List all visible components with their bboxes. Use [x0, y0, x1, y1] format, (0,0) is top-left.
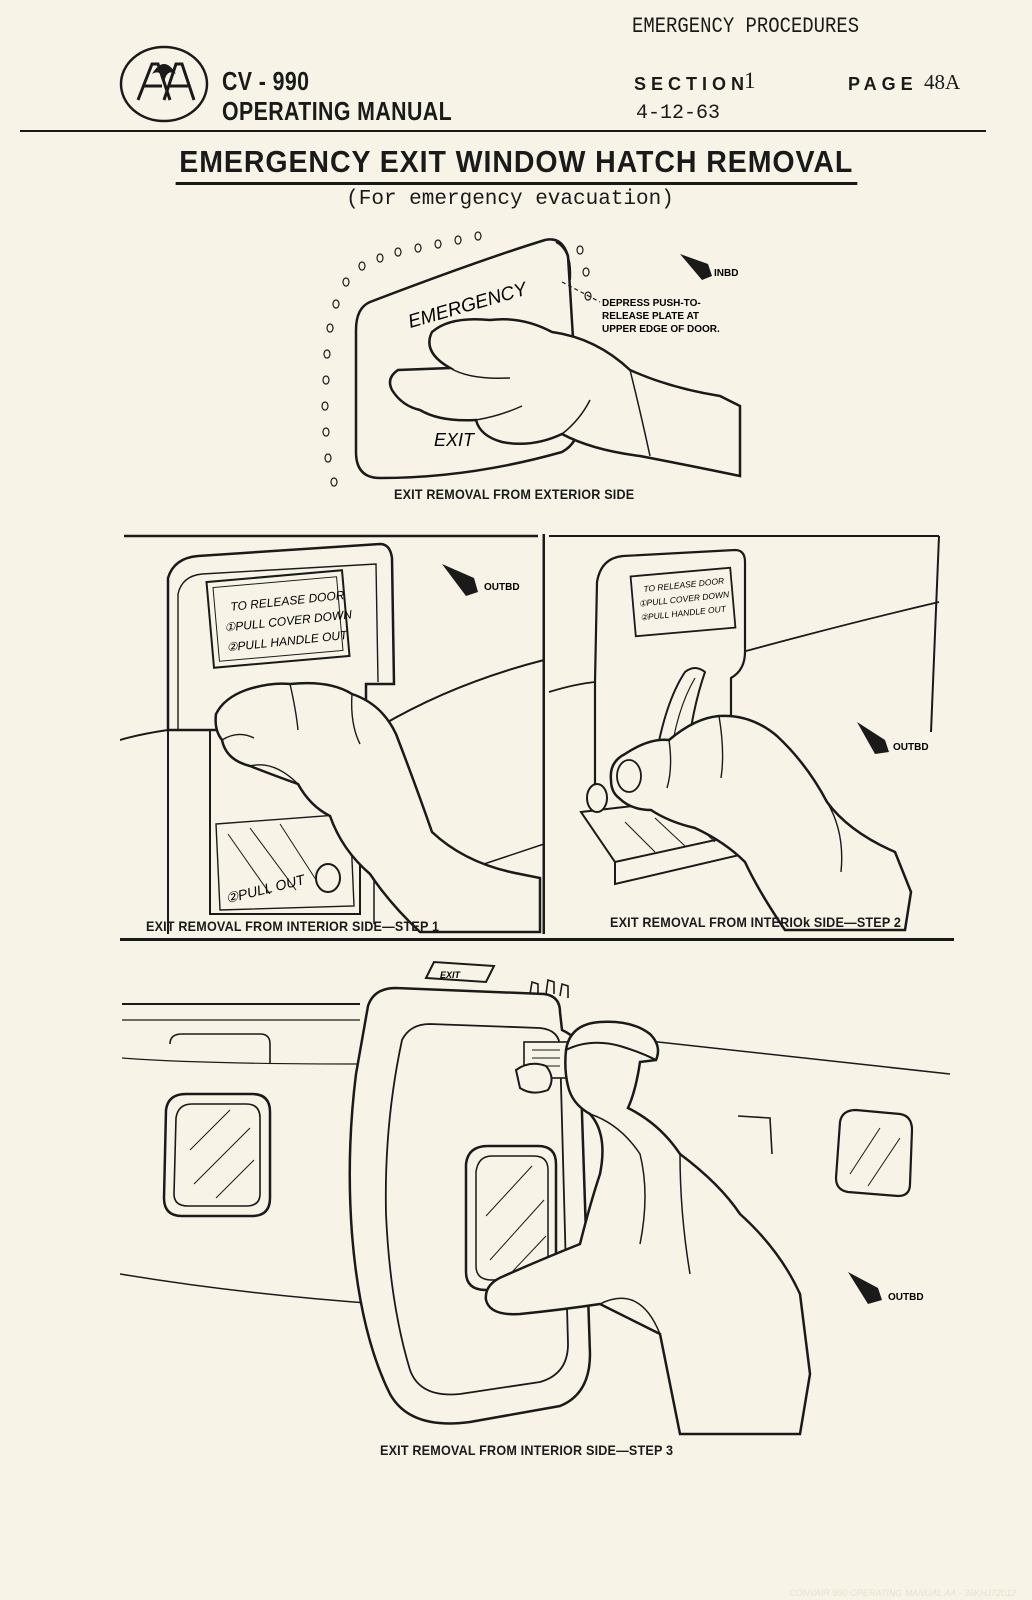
- section-value: 1: [744, 68, 756, 93]
- footer-watermark: CONVAIR 990 OPERATING MANUAL AA - 36KHJ7…: [789, 1588, 1016, 1598]
- step3-direction-label: OUTBD: [888, 1292, 924, 1303]
- panel-exit-text: EXIT: [434, 430, 476, 450]
- revision-date: 4-12-63: [636, 102, 721, 125]
- manual-name: OPERATING MANUAL: [222, 96, 453, 126]
- page-subtitle: (For emergency evacuation): [346, 188, 674, 211]
- fuselage-rivets: [321, 231, 592, 487]
- page-label: PAGE: [848, 74, 918, 94]
- step1-hand: [214, 681, 542, 934]
- airline-logo: [119, 45, 209, 123]
- step1-direction-label: OUTBD: [484, 582, 520, 593]
- steps-divider: [120, 938, 954, 941]
- figure-step2-illustration: TO RELEASE DOOR ①PULL COVER DOWN ②PULL H…: [548, 535, 940, 932]
- page-title: EMERGENCY EXIT WINDOW HATCH REMOVAL: [0, 144, 1032, 185]
- callout-line-2: RELEASE PLATE AT: [602, 311, 699, 322]
- callout-line-1: DEPRESS PUSH-TO-: [602, 298, 701, 309]
- figure-exterior-illustration: EMERGENCY EXIT INBD DEPRESS PUSH-TO- REL…: [321, 231, 742, 487]
- manual-model: CV - 990: [222, 66, 310, 96]
- crew-member-figure: [484, 1020, 812, 1436]
- exterior-direction-label: INBD: [714, 268, 738, 279]
- page-title-text: EMERGENCY EXIT WINDOW HATCH REMOVAL: [175, 144, 857, 185]
- procedure-category: EMERGENCY PROCEDURES: [632, 14, 860, 39]
- caption-step1: EXIT REMOVAL FROM INTERIOR SIDE—STEP 1: [146, 918, 440, 934]
- callout-line-3: UPPER EDGE OF DOOR.: [602, 324, 720, 335]
- step3-exit-sign: EXIT: [440, 970, 462, 980]
- page-value: 48A: [924, 70, 961, 94]
- section-label: SECTION: [634, 74, 750, 94]
- step1-handle-label: ②PULL OUT: [224, 871, 308, 906]
- caption-exterior: EXIT REMOVAL FROM EXTERIOR SIDE: [394, 486, 635, 502]
- header-divider: [20, 130, 986, 132]
- caption-step3: EXIT REMOVAL FROM INTERIOR SIDE—STEP 3: [380, 1442, 674, 1458]
- step2-direction-label: OUTBD: [893, 742, 929, 753]
- caption-step2: EXIT REMOVAL FROM INTERIOk SIDE—STEP 2: [610, 914, 902, 930]
- hand-illustration: [388, 317, 742, 478]
- step2-hand: [609, 714, 913, 932]
- figure-step3-illustration: EXIT OUTBD: [120, 960, 951, 1436]
- figure-step1-illustration: TO RELEASE DOOR ①PULL COVER DOWN ②PULL H…: [120, 534, 545, 934]
